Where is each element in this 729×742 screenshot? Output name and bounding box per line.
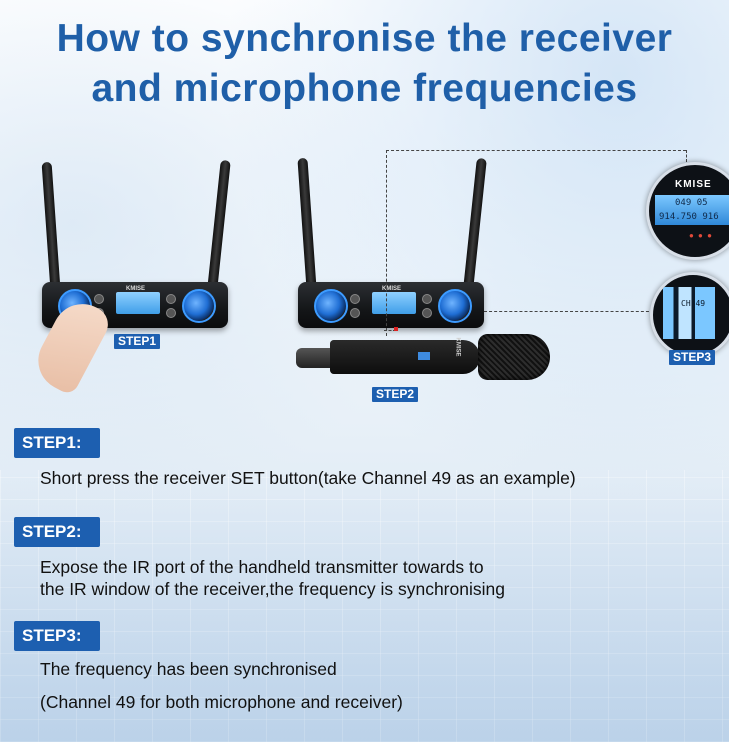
zoom-brand: KMISE — [675, 179, 712, 190]
step3-header: STEP3: — [14, 621, 100, 651]
step2-text-line1: Expose the IR port of the handheld trans… — [40, 557, 484, 577]
receiver-2-knob-right — [438, 289, 472, 323]
step1-header: STEP1: — [14, 428, 100, 458]
receiver-2-brand: KMISE — [382, 286, 402, 292]
receiver-1-knob-right — [182, 289, 216, 323]
zoom2-channel: CH 49 — [681, 299, 706, 308]
page-title: How to synchronise the receiver and micr… — [0, 14, 729, 114]
zoom-receiver-display: KMISE 049 05 914.750 916 ● ● ● — [646, 162, 729, 260]
zoom-lcd: 049 05 914.750 916 — [655, 195, 729, 225]
receiver-1-set-button-right-2 — [166, 308, 176, 318]
connector-ir — [384, 330, 396, 331]
receiver-1-brand: KMISE — [126, 286, 146, 292]
receiver-1-set-button-right — [166, 294, 176, 304]
receiver-2: KMISE — [298, 282, 484, 328]
zoom-channel: 049 05 — [675, 198, 708, 208]
zoom-microphone-display: CH 49 — [650, 272, 729, 358]
receiver-2-lcd — [372, 292, 416, 314]
step2-header: STEP2: — [14, 517, 100, 547]
step3-text-line2: (Channel 49 for both microphone and rece… — [40, 692, 403, 712]
microphone-brand: KMISE — [454, 337, 461, 357]
receiver-2-knob-left — [314, 289, 348, 323]
connector-left-vertical — [386, 150, 387, 336]
microphone-display — [418, 352, 430, 360]
connector-mid — [484, 311, 654, 312]
microphone-grille — [478, 334, 550, 380]
receiver-1-set-button-left — [94, 294, 104, 304]
step1-tag: STEP1 — [114, 334, 161, 349]
receiver-2-button-right-2 — [422, 308, 432, 318]
step1-text: Short press the receiver SET button(take… — [40, 468, 576, 488]
connector-right-vertical — [686, 150, 687, 162]
step2-tag: STEP2 — [372, 387, 419, 402]
step3-tag: STEP3 — [669, 350, 716, 365]
title-line-2: and microphone frequencies — [91, 67, 638, 110]
zoom2-screen — [663, 287, 715, 339]
microphone-body — [330, 340, 480, 374]
receiver-2-button-left-2 — [350, 308, 360, 318]
receiver-2-button-left — [350, 294, 360, 304]
ir-indicator — [394, 327, 398, 331]
zoom-led-dots: ● ● ● — [689, 231, 713, 240]
connector-top — [386, 150, 686, 151]
zoom-frequency: 914.750 916 — [659, 212, 719, 222]
receiver-2-button-right — [422, 294, 432, 304]
step3-text-line1: The frequency has been synchronised — [40, 659, 337, 679]
step2-text-line2: the IR window of the receiver,the freque… — [40, 579, 505, 599]
title-line-1: How to synchronise the receiver — [56, 17, 673, 60]
receiver-1-lcd — [116, 292, 160, 314]
microphone-base — [296, 348, 336, 368]
background-grid — [0, 470, 729, 742]
